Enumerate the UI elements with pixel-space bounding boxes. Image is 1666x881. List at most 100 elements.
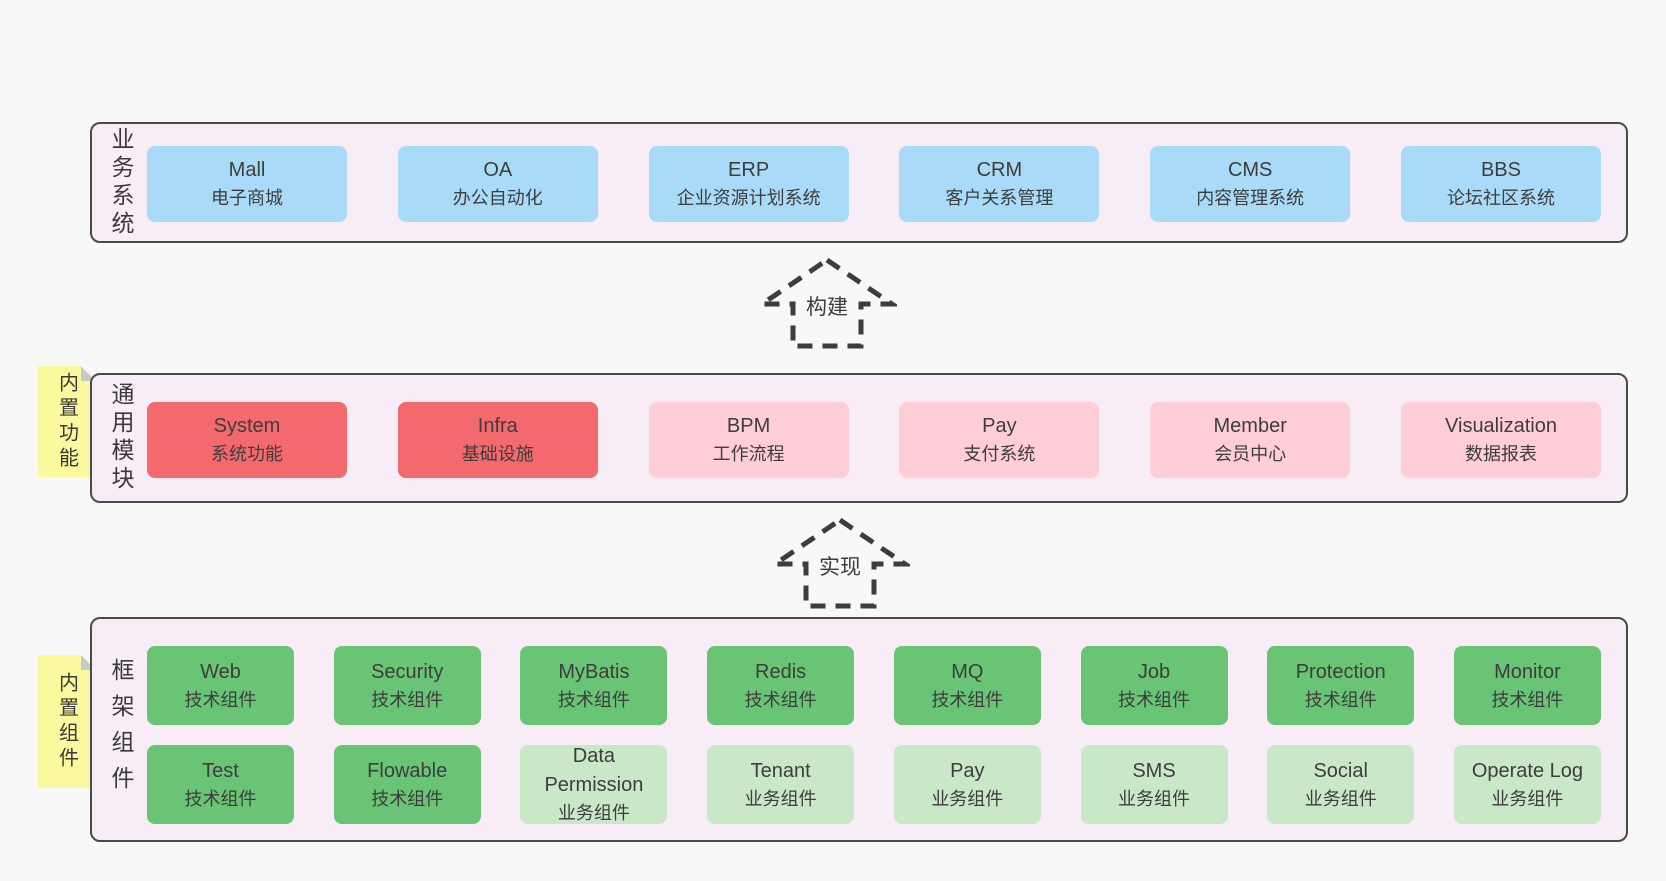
box-desc: 技术组件 [1118, 689, 1191, 710]
box-name: Mall [228, 159, 266, 182]
box-name: MyBatis [558, 660, 630, 683]
sticky-note-builtin-components: 内置组件 [38, 655, 96, 788]
box-operate-log: Operate Log 业务组件 [1453, 745, 1601, 824]
panel-framework-components: 框架组件 Web 技术组件 Security 技术组件 MyBatis 技术组件… [90, 617, 1628, 842]
box-web: Web 技术组件 [147, 646, 294, 725]
box-desc: 技术组件 [931, 689, 1004, 710]
box-desc: 业务组件 [1491, 788, 1564, 809]
box-visualization: Visualization 数据报表 [1400, 402, 1601, 478]
box-sms: SMS 业务组件 [1080, 745, 1228, 824]
box-name: SMS [1132, 759, 1176, 782]
box-name: Web [200, 660, 241, 683]
box-desc: 业务组件 [1304, 788, 1377, 809]
components-row-1: Web 技术组件 Security 技术组件 MyBatis 技术组件 Redi… [147, 646, 1601, 725]
box-desc: 业务组件 [744, 788, 817, 809]
box-name: Pay [982, 415, 1017, 438]
implement-up-arrow-icon: 实现 [770, 515, 910, 611]
box-desc: 支付系统 [963, 444, 1036, 465]
box-name: MQ [951, 660, 984, 683]
box-infra: Infra 基础设施 [397, 402, 598, 478]
box-pay-component: Pay 业务组件 [893, 745, 1041, 824]
box-data-permission: Data Permission 业务组件 [520, 745, 668, 824]
box-desc: 会员中心 [1214, 444, 1287, 465]
box-desc: 技术组件 [1304, 689, 1377, 710]
box-crm: CRM 客户关系管理 [899, 146, 1100, 222]
box-name: Tenant [750, 759, 811, 782]
box-desc: 业务组件 [1118, 788, 1191, 809]
components-row-2: Test 技术组件 Flowable 技术组件 Data Permission … [147, 745, 1601, 824]
box-desc: 技术组件 [371, 689, 444, 710]
box-desc: 业务组件 [557, 803, 630, 824]
box-name: Infra [477, 415, 518, 438]
box-member: Member 会员中心 [1150, 402, 1351, 478]
box-security: Security 技术组件 [333, 646, 481, 725]
box-name: Pay [950, 759, 985, 782]
sticky-note-label: 内置功能 [55, 371, 78, 472]
box-flowable: Flowable 技术组件 [333, 745, 481, 824]
box-pay: Pay 支付系统 [899, 402, 1100, 478]
sticky-note-builtin-features: 内置功能 [38, 366, 96, 477]
sticky-note-label: 内置组件 [55, 671, 78, 772]
box-name: Job [1137, 660, 1171, 683]
box-name: ERP [728, 159, 770, 182]
box-desc: 电子商城 [211, 188, 283, 209]
box-desc: 技术组件 [1491, 689, 1564, 710]
box-name: Protection [1295, 660, 1386, 683]
modules-boxes-row: System 系统功能 Infra 基础设施 BPM 工作流程 Pay 支付系统… [147, 402, 1601, 478]
build-up-arrow-icon: 构建 [757, 255, 897, 351]
box-cms: CMS 内容管理系统 [1150, 146, 1351, 222]
box-desc: 系统功能 [211, 444, 283, 465]
box-desc: 工作流程 [712, 444, 785, 465]
box-mq: MQ 技术组件 [893, 646, 1041, 725]
panel-label-modules: 通用模块 [108, 382, 134, 494]
box-desc: 基础设施 [461, 444, 534, 465]
panel-business-systems: 业务系统 Mall 电子商城 OA 办公自动化 ERP 企业资源计划系统 CRM… [90, 122, 1628, 243]
box-name: Redis [755, 660, 807, 683]
box-desc: 内容管理系统 [1196, 188, 1305, 209]
box-name: BPM [726, 415, 771, 438]
box-desc: 办公自动化 [452, 188, 543, 209]
box-mall: Mall 电子商城 [147, 146, 347, 222]
box-name: System [213, 415, 281, 438]
box-job: Job 技术组件 [1080, 646, 1228, 725]
box-desc: 业务组件 [931, 788, 1004, 809]
box-test: Test 技术组件 [147, 745, 294, 824]
box-name: CRM [976, 159, 1023, 182]
business-boxes-row: Mall 电子商城 OA 办公自动化 ERP 企业资源计划系统 CRM 客户关系… [147, 146, 1601, 222]
box-mybatis: MyBatis 技术组件 [520, 646, 668, 725]
box-name: Test [202, 759, 239, 782]
box-protection: Protection 技术组件 [1267, 646, 1415, 725]
box-name: BBS [1480, 159, 1521, 182]
box-desc: 数据报表 [1464, 444, 1537, 465]
box-name: Member [1213, 415, 1287, 438]
box-system: System 系统功能 [147, 402, 347, 478]
box-name: Monitor [1494, 660, 1561, 683]
box-redis: Redis 技术组件 [707, 646, 855, 725]
box-desc: 技术组件 [744, 689, 817, 710]
box-desc: 技术组件 [184, 689, 257, 710]
box-bbs: BBS 论坛社区系统 [1400, 146, 1601, 222]
box-desc: 论坛社区系统 [1446, 188, 1555, 209]
box-name: Flowable [367, 759, 448, 782]
box-name: CMS [1227, 159, 1273, 182]
box-desc: 客户关系管理 [945, 188, 1054, 209]
box-erp: ERP 企业资源计划系统 [648, 146, 849, 222]
box-oa: OA 办公自动化 [397, 146, 598, 222]
box-desc: 技术组件 [184, 788, 257, 809]
box-desc: 技术组件 [557, 689, 630, 710]
box-tenant: Tenant 业务组件 [707, 745, 855, 824]
box-name: Data Permission [544, 745, 644, 797]
box-name: Security [371, 660, 444, 683]
panel-label-business: 业务系统 [108, 126, 134, 239]
box-name: Operate Log [1471, 759, 1584, 782]
build-arrow-label: 构建 [804, 291, 850, 321]
box-desc: 企业资源计划系统 [676, 188, 821, 209]
box-desc: 技术组件 [371, 788, 444, 809]
box-bpm: BPM 工作流程 [648, 402, 849, 478]
box-name: OA [483, 159, 513, 182]
box-name: Social [1313, 759, 1368, 782]
box-name: Visualization [1445, 415, 1557, 438]
implement-arrow-label: 实现 [817, 551, 863, 581]
panel-label-components: 框架组件 [108, 657, 134, 802]
